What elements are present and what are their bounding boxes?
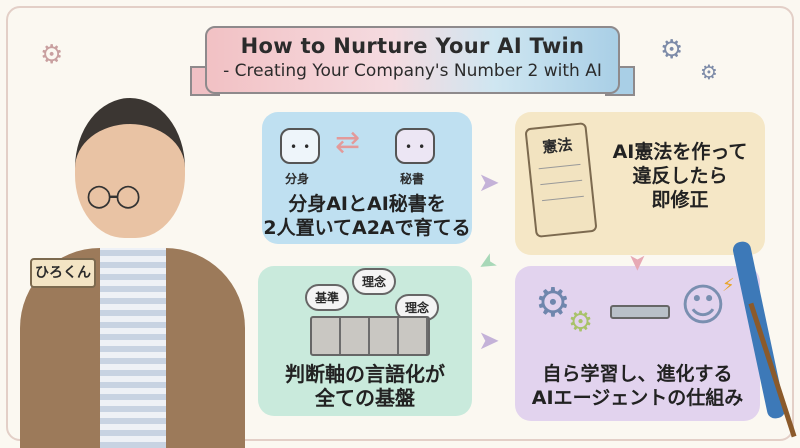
arrow-right-icon: ➤: [478, 326, 500, 356]
scroll-label: 憲法: [541, 135, 574, 157]
title-line1: How to Nurture Your AI Twin: [240, 34, 585, 58]
title-line2: - Creating Your Company's Number 2 with …: [223, 61, 602, 81]
decorative-frame: [6, 6, 794, 441]
robot-icon: ••: [280, 128, 320, 164]
step-box-self-learning: [515, 266, 760, 421]
scroll-icon: 憲法: [524, 122, 598, 238]
exchange-arrows-icon: ⇄: [335, 125, 361, 160]
pipe-icon: [610, 305, 670, 319]
robot-icon: ••: [395, 128, 435, 164]
step2-line1: AI憲法を作って: [612, 141, 748, 163]
arrow-right-icon: ➤: [478, 168, 500, 198]
shirt: [100, 248, 166, 448]
brain-head-icon: ☺: [680, 280, 726, 331]
step3-line2: 全ての基盤: [315, 386, 415, 410]
step2-text: AI憲法を作って 違反したら 即修正: [600, 140, 760, 212]
robot-label-bunshin: 分身: [285, 172, 310, 186]
step2-line2: 違反したら: [632, 165, 728, 187]
step4-line2: AIエージェントの仕組み: [531, 387, 744, 409]
step1-line2: 2人置いてA2Aで育てる: [263, 217, 471, 239]
step3-line1: 判断軸の言語化が: [285, 362, 445, 386]
title-banner: How to Nurture Your AI Twin - Creating Y…: [205, 26, 620, 94]
robot-label-hisho: 秘書: [400, 172, 425, 186]
step2-line3: 即修正: [651, 189, 709, 211]
gear-icon: ⚙: [660, 35, 684, 65]
step1-line1: 分身AIとAI秘書を: [288, 193, 446, 215]
head: [75, 98, 185, 238]
name-tag: ひろくん: [30, 258, 96, 288]
glasses-icon: ○-○: [86, 178, 141, 213]
arrow-down-icon: ➤: [624, 253, 650, 272]
gear-icon: ⚙: [535, 280, 571, 326]
lightning-icon: ⚡: [722, 275, 735, 296]
step4-line1: 自ら学習し、進化する: [542, 363, 733, 385]
gear-icon: ⚙: [700, 60, 718, 84]
foundation-bricks: [310, 316, 430, 356]
gear-icon: ⚙: [40, 40, 64, 70]
thought-cloud: 基準: [305, 284, 350, 311]
step1-text: 分身AIとAI秘書を 2人置いてA2Aで育てる: [262, 192, 472, 240]
step4-text: 自ら学習し、進化する AIエージェントの仕組み: [515, 362, 760, 410]
gear-icon: ⚙: [568, 305, 594, 338]
step3-text: 判断軸の言語化が 全ての基盤: [258, 362, 472, 410]
thought-cloud: 理念: [352, 268, 397, 295]
